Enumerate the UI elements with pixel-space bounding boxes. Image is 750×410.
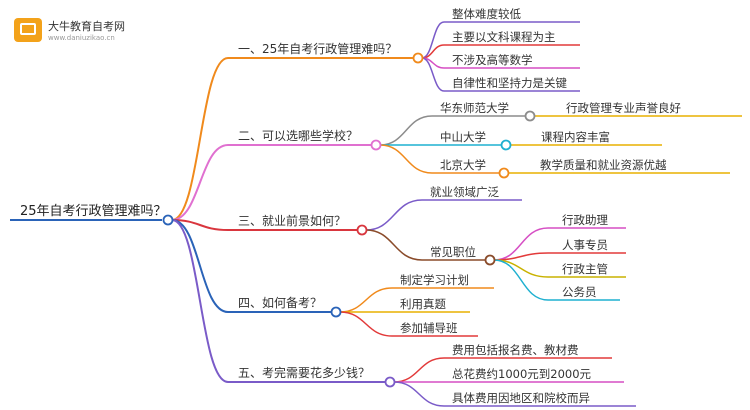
branch-1-collapse-toggle[interactable] [412,52,424,64]
branch-3-detail: 公务员 [562,285,597,299]
subtopic-connector [365,229,423,261]
branch-4-collapse-toggle[interactable] [330,306,342,318]
branch-2-subtopic: 华东师范大学 [440,101,509,115]
branch-connector [171,219,229,313]
branch-4-subtopic: 参加辅导班 [400,321,458,335]
branch-4-subtopic: 制定学习计划 [400,273,469,287]
branch-5-subtopic: 费用包括报名费、教材费 [452,343,579,357]
branch-2-detail: 课程内容丰富 [541,130,610,144]
branch-3-detail: 行政主管 [562,262,608,276]
branch-1-subtopic: 自律性和坚持力是关键 [452,76,567,90]
branch-3-collapse-toggle[interactable] [356,224,368,236]
branch-4-subtopic: 利用真题 [400,297,446,311]
branch-5-subtopic: 具体费用因地区和院校而异 [452,391,590,405]
subtopic-collapse-toggle[interactable] [524,110,536,122]
logo-subtitle: www.daniuzikao.cn [48,34,115,42]
subtopic-connector [393,381,445,407]
branch-2-collapse-toggle[interactable] [370,139,382,151]
branch-2-topic: 二、可以选哪些学校？ [238,128,358,143]
subtopic-collapse-toggle[interactable] [484,254,496,266]
branch-3-topic: 三、就业前景如何？ [238,213,346,228]
branch-5-topic: 五、考完需要花多少钱？ [238,365,370,380]
site-logo: 大牛教育自考网 www.daniuzikao.cn [8,10,168,50]
branch-2-subtopic: 中山大学 [440,130,486,144]
detail-connector [493,259,549,278]
subtopic-connector [421,21,445,59]
detail-connector [493,252,549,261]
subtopic-collapse-toggle[interactable] [500,139,512,151]
subtopic-connector [365,199,423,231]
root-collapse-toggle[interactable] [162,214,174,226]
branch-1-subtopic: 整体难度较低 [452,7,521,21]
subtopic-connector [339,311,393,337]
branch-1-subtopic: 主要以文科课程为主 [452,30,556,44]
subtopic-connector [393,357,445,383]
branch-3-detail: 人事专员 [562,238,608,252]
branch-2-detail: 行政管理专业声誉良好 [566,101,681,115]
branch-3-subtopic: 就业领域广泛 [430,185,499,199]
branch-3-detail: 行政助理 [562,213,608,227]
branch-1-topic: 一、25年自考行政管理难吗？ [238,41,397,56]
branch-connector [171,144,229,221]
branch-connector [171,219,229,231]
branch-4-topic: 四、如何备考？ [238,295,322,310]
subtopic-connector [379,144,433,174]
branch-connector [171,57,229,221]
subtopic-connector [421,57,445,92]
branch-2-subtopic: 北京大学 [440,158,486,172]
subtopic-connector [379,115,433,146]
detail-connector [493,227,549,261]
branch-3-subtopic: 常见职位 [430,245,476,259]
subtopic-connector [339,287,393,313]
logo-book-icon [14,18,42,42]
root-topic: 25年自考行政管理难吗？ [20,204,167,219]
branch-5-subtopic: 总花费约1000元到2000元 [452,367,592,381]
logo-title: 大牛教育自考网 [48,20,125,33]
branch-connector [171,219,229,383]
subtopic-collapse-toggle[interactable] [498,167,510,179]
branch-2-detail: 教学质量和就业资源优越 [540,158,667,172]
branch-1-subtopic: 不涉及高等数学 [452,53,533,67]
detail-connector [493,259,549,301]
branch-5-collapse-toggle[interactable] [384,376,396,388]
